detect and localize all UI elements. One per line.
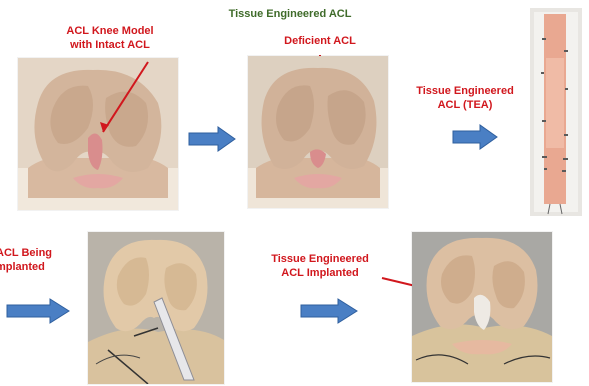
label-tea-line1: Tissue Engineered [400, 84, 530, 98]
label-tea: Tissue Engineered ACL (TEA) [400, 84, 530, 112]
label-implanting-line1: ACL Being [0, 246, 64, 260]
label-knee-model-line1: ACL Knee Model [40, 24, 180, 38]
diagram-title: Tissue Engineered ACL [200, 8, 380, 20]
label-deficient: Deficient ACL [255, 34, 385, 48]
step-arrow-1 [188, 126, 236, 152]
label-implanted: Tissue Engineered ACL Implanted [250, 252, 390, 280]
photo-knee-deficient [248, 56, 388, 208]
photo-implanted [412, 232, 552, 382]
label-implanting-line2: mplanted [0, 260, 64, 274]
step-arrow-2 [452, 124, 498, 150]
label-tea-line2: ACL (TEA) [400, 98, 530, 112]
photo-tea-graft [530, 8, 582, 216]
step-arrow-4 [300, 298, 358, 324]
label-implanted-line1: Tissue Engineered [250, 252, 390, 266]
label-implanted-line2: ACL Implanted [250, 266, 390, 280]
label-implanting: ACL Being mplanted [0, 246, 64, 274]
step-arrow-3 [6, 298, 70, 324]
label-knee-model: ACL Knee Model with Intact ACL [40, 24, 180, 52]
photo-knee-intact [18, 58, 178, 210]
photo-implanting [88, 232, 224, 384]
label-knee-model-line2: with Intact ACL [40, 38, 180, 52]
